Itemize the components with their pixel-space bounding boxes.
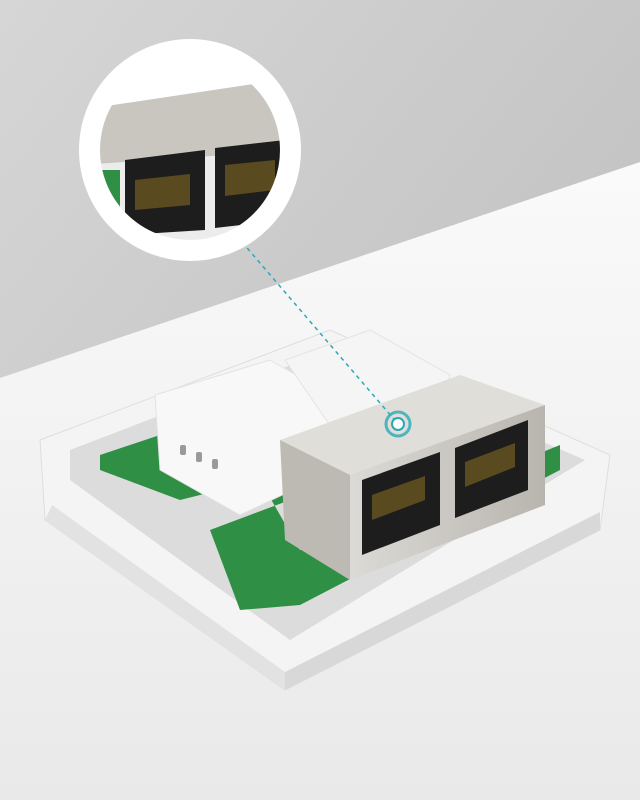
rj45-dual-jack	[280, 375, 545, 580]
rj45-port-right	[455, 420, 528, 518]
callout-target-dot	[391, 417, 405, 431]
callout-target-ring	[384, 410, 412, 438]
rj45-port-left	[362, 452, 440, 555]
magnifier-lens	[79, 39, 301, 261]
